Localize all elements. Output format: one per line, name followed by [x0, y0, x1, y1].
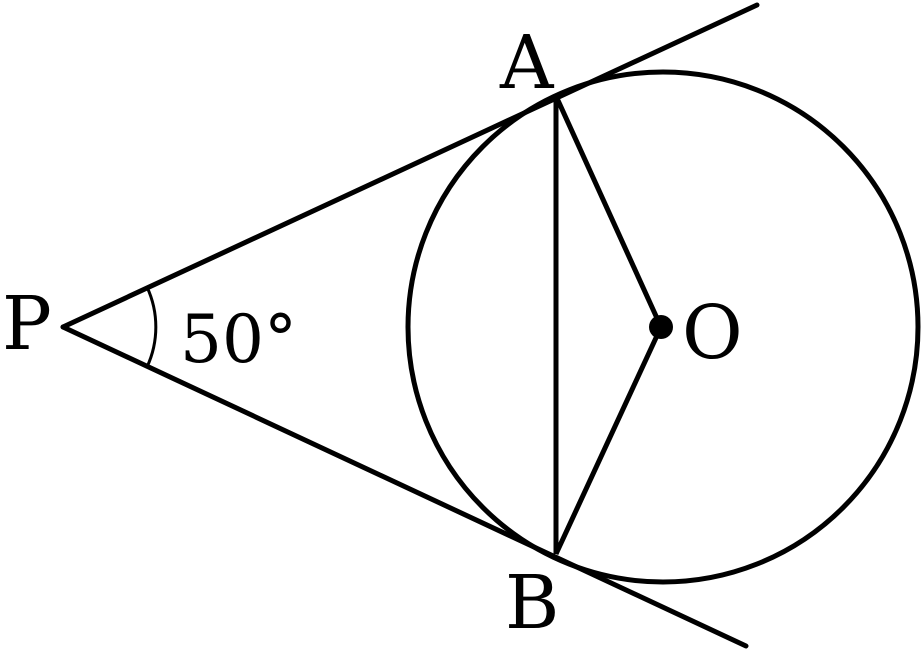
label-angle: 50°: [180, 301, 297, 378]
label-p: P: [2, 281, 52, 367]
radius-ob: [553, 325, 664, 556]
tangent-pb: [60, 324, 749, 649]
label-b: B: [505, 560, 559, 646]
center-point-o: [649, 315, 673, 339]
tangent-pa: [60, 2, 760, 330]
circle-o: [405, 69, 921, 585]
label-o: O: [682, 290, 743, 376]
label-a: A: [499, 20, 555, 106]
angle-arc-p: [145, 286, 158, 368]
radius-oa: [553, 94, 664, 329]
